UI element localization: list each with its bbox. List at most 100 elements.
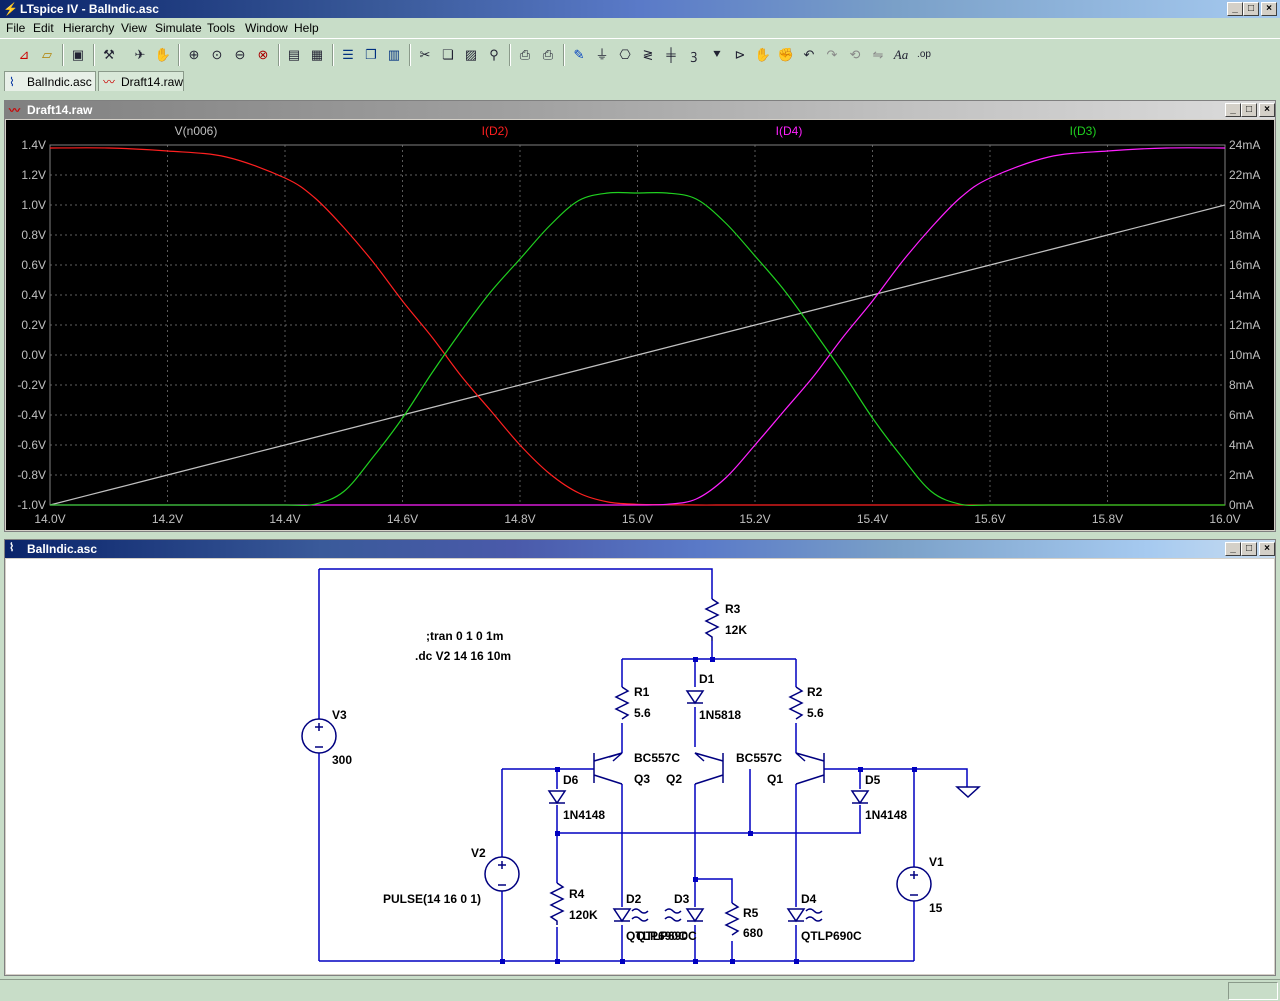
toolbar-separator: [178, 44, 180, 66]
trace-v-n006-: [49, 204, 1226, 506]
component-symbols: [301, 598, 981, 936]
rotate-icon[interactable]: ⟲: [849, 47, 861, 62]
wires: [318, 568, 968, 962]
label-r5-value: 680: [743, 926, 763, 940]
zoom-pan-icon[interactable]: ⊙: [211, 47, 223, 62]
tab-draft14[interactable]: 〰 Draft14.raw: [98, 71, 184, 91]
x-tick-label: 15.6V: [974, 512, 1005, 526]
schematic-icon: ⌇: [9, 542, 15, 554]
tab-label: BalIndic.asc: [27, 75, 92, 89]
cascade-icon[interactable]: ❐: [365, 47, 377, 62]
schematic-maximize-button[interactable]: □: [1241, 542, 1257, 556]
label-r1-name: R1: [634, 685, 650, 699]
move-icon[interactable]: ✋: [754, 47, 772, 62]
trace-i-d3-: [50, 191, 1225, 507]
ltspice-logo-icon: ⚡: [3, 2, 18, 16]
component-icon[interactable]: ⊳: [734, 47, 746, 62]
zoom-cancel-icon[interactable]: ⊗: [257, 47, 269, 62]
open-icon[interactable]: ▱: [42, 47, 52, 62]
waveform-maximize-button[interactable]: □: [1241, 103, 1257, 117]
y-right-tick-label: 18mA: [1229, 228, 1260, 242]
y-left-tick-label: 0.2V: [21, 318, 46, 332]
minimize-button[interactable]: _: [1227, 2, 1243, 16]
y-left-tick-label: 0.6V: [21, 258, 46, 272]
maximize-button[interactable]: □: [1243, 2, 1259, 16]
toolbar-separator: [93, 44, 95, 66]
schematic-canvas[interactable]: V3 300 V2 PULSE(14 16 0 1) V1 15 R3 12K …: [6, 559, 1274, 974]
x-tick-label: 14.2V: [152, 512, 183, 526]
menu-simulate[interactable]: Simulate: [155, 21, 202, 35]
y-left-tick-label: 0.4V: [21, 288, 46, 302]
drag-icon[interactable]: ✊: [777, 47, 795, 62]
ground-icon[interactable]: ⏚: [595, 47, 609, 62]
menu-file[interactable]: File: [6, 21, 26, 35]
find-icon[interactable]: ⚲: [489, 47, 499, 62]
menu-tools[interactable]: Tools: [207, 21, 236, 35]
label-q3-name: Q3: [634, 772, 650, 786]
new-schematic-icon[interactable]: ⊿: [18, 47, 30, 62]
zoom-in-icon[interactable]: ⊕: [188, 47, 200, 62]
spice-directive-tran: ;tran 0 1 0 1m: [426, 629, 503, 643]
transistor-q2: [694, 752, 724, 785]
toolbar-separator: [509, 44, 511, 66]
close-button[interactable]: ×: [1261, 2, 1277, 16]
waveform-minimize-button[interactable]: _: [1225, 103, 1241, 117]
waveform-icon: 〰: [9, 105, 20, 117]
menu-bar: File Edit Hierarchy View Simulate Tools …: [0, 18, 1280, 38]
zoom-fit-icon[interactable]: ▦: [310, 47, 324, 62]
save-icon[interactable]: ▣: [71, 47, 85, 62]
y-right-tick-label: 20mA: [1229, 198, 1260, 212]
schematic-close-button[interactable]: ×: [1259, 542, 1275, 556]
schematic-minimize-button[interactable]: _: [1225, 542, 1241, 556]
menu-view[interactable]: View: [121, 21, 147, 35]
halt-icon[interactable]: ✋: [154, 47, 172, 62]
label-r4-value: 120K: [569, 908, 598, 922]
label-d6-name: D6: [563, 773, 579, 787]
print-setup-icon[interactable]: ⎙: [519, 47, 531, 62]
source-v2: [484, 856, 520, 892]
transistor-q3: [593, 752, 623, 785]
menu-edit[interactable]: Edit: [33, 21, 54, 35]
tile-horizontal-icon[interactable]: ☰: [342, 47, 354, 62]
menu-help[interactable]: Help: [294, 21, 319, 35]
menu-window[interactable]: Window: [245, 21, 288, 35]
copy-icon[interactable]: ❏: [442, 47, 454, 62]
control-panel-icon[interactable]: ⚒: [103, 47, 115, 62]
tab-balindic[interactable]: ⌇ BalIndic.asc: [4, 71, 96, 91]
label-d5-value: 1N4148: [865, 808, 907, 822]
label-r5-name: R5: [743, 906, 759, 920]
run-icon[interactable]: ✈: [134, 47, 146, 62]
mirror-icon[interactable]: ⇋: [872, 47, 884, 62]
spice-directive-icon[interactable]: .op: [917, 49, 931, 60]
label-icon[interactable]: ⎔: [619, 47, 631, 62]
text-icon[interactable]: Aa: [893, 47, 909, 62]
zoom-out-icon[interactable]: ⊖: [234, 47, 246, 62]
menu-hierarchy[interactable]: Hierarchy: [63, 21, 115, 35]
undo-icon[interactable]: ↶: [803, 47, 815, 62]
wire-icon[interactable]: ✎: [573, 47, 585, 62]
tile-vertical-icon[interactable]: ▥: [387, 47, 401, 62]
x-tick-label: 14.8V: [504, 512, 535, 526]
waveform-close-button[interactable]: ×: [1259, 103, 1275, 117]
toolbar: ⊿ ▱ ▣ ⚒ ✈ ✋ ⊕ ⊙ ⊖ ⊗ ▤ ▦ ☰ ❐ ▥ ✂ ❏ ▨ ⚲ ⎙ …: [0, 38, 1280, 72]
inductor-icon[interactable]: ꝫ: [690, 47, 698, 62]
y-right-tick-label: 8mA: [1229, 378, 1254, 392]
redo-icon[interactable]: ↷: [826, 47, 838, 62]
diode-icon[interactable]: ⯆: [711, 47, 723, 62]
label-q1-name: Q1: [767, 772, 783, 786]
paste-icon[interactable]: ▨: [464, 47, 478, 62]
label-q3-value: BC557C: [634, 751, 680, 765]
print-icon[interactable]: ⎙: [542, 47, 554, 62]
y-right-tick-label: 0mA: [1229, 498, 1254, 512]
autorange-icon[interactable]: ▤: [287, 47, 301, 62]
diode-d1: [685, 690, 705, 705]
resistor-icon[interactable]: ≷: [642, 47, 654, 62]
label-v1-value: 15: [929, 901, 943, 915]
capacitor-icon[interactable]: ╪: [666, 47, 676, 62]
cut-icon[interactable]: ✂: [419, 47, 431, 62]
x-tick-label: 15.2V: [739, 512, 770, 526]
resistor-r2: [788, 686, 804, 720]
trace-i-d2-: [49, 147, 1225, 506]
